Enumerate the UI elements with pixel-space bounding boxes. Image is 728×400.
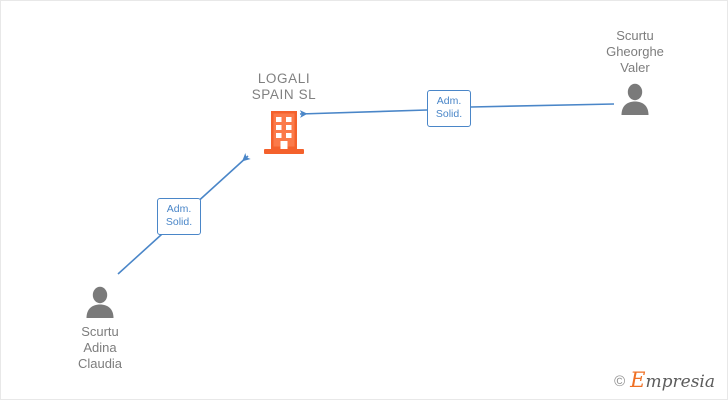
person-node-top-right[interactable]: Scurtu Gheorghe Valer (560, 28, 710, 115)
relation-label-top-right[interactable]: Adm. Solid. (427, 90, 471, 127)
brand-rest: mpresia (645, 372, 716, 392)
person-icon (621, 83, 649, 115)
company-name: LOGALI SPAIN SL (251, 71, 317, 102)
relation-label-bottom-left[interactable]: Adm. Solid. (157, 198, 201, 235)
company-node[interactable]: LOGALI SPAIN SL (204, 71, 364, 155)
person-node-bottom-left[interactable]: Scurtu Adina Claudia (25, 286, 175, 372)
person-icon (86, 286, 114, 318)
person-name: Scurtu Gheorghe Valer (606, 28, 664, 75)
brand-name: Empresia (630, 370, 716, 392)
watermark: © Empresia (614, 370, 716, 392)
person-name: Scurtu Adina Claudia (77, 324, 123, 371)
building-icon (264, 111, 304, 154)
copyright-icon: © (614, 373, 626, 390)
brand-initial: E (630, 368, 646, 392)
